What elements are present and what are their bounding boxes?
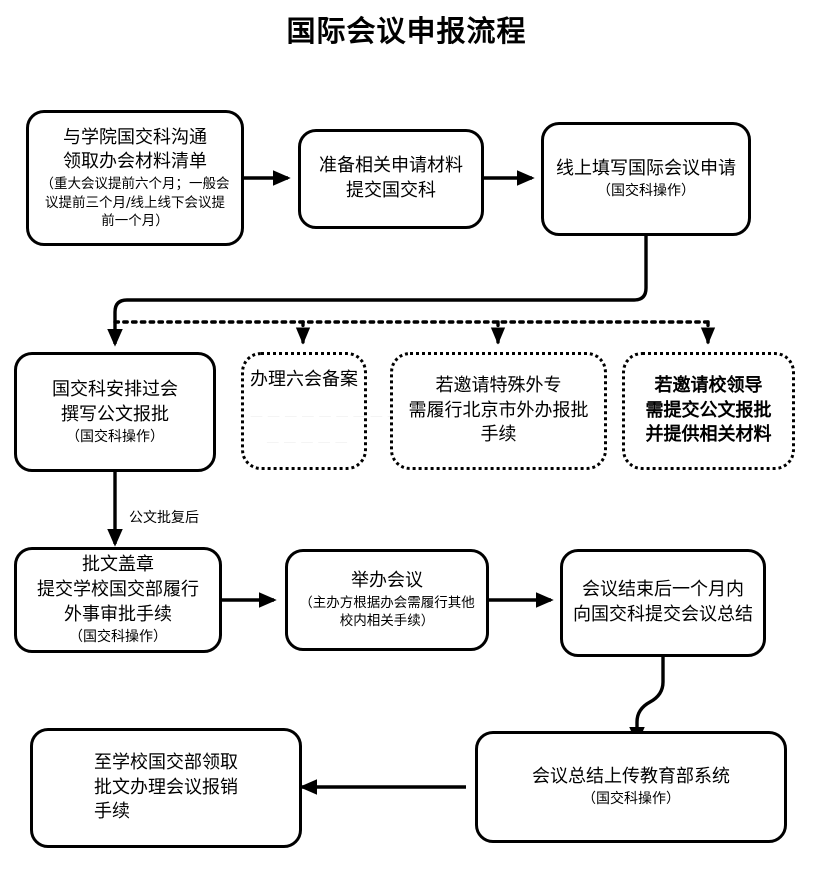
node-n5-ghost-line-0: — — — — — — — — — — [250, 409, 418, 424]
node-n8-line-0: 批文盖章 [82, 554, 154, 576]
node-n12[interactable]: 至学校国交部领取 批文办理会议报销 手续 [30, 728, 302, 848]
node-n2[interactable]: 准备相关申请材料 提交国交科 [298, 129, 484, 229]
node-n3[interactable]: 线上填写国际会议申请 （国交科操作） [541, 122, 751, 236]
node-n4-line-2: （国交科操作） [66, 428, 164, 445]
node-n12-line-2: 手续 [94, 801, 130, 823]
node-n6-line-2: 手续 [480, 424, 517, 446]
node-n12-line-1: 批文办理会议报销 [94, 776, 238, 798]
edge-n3-n4 [107, 236, 648, 347]
node-n2-line-0: 准备相关申请材料 [319, 155, 463, 177]
node-n5[interactable]: 办理六会备案 — — — — — — — — — — — — — — — [241, 352, 418, 470]
node-n10[interactable]: 会议结束后一个月内 向国交科提交会议总结 [560, 549, 766, 657]
node-n4-line-1: 撰写公文报批 [61, 403, 169, 425]
node-n3-line-1: （国交科操作） [597, 183, 695, 200]
node-n7-line-1: 需提交公文报批 [645, 399, 772, 421]
node-n11-line-0: 会议总结上传教育部系统 [532, 766, 730, 788]
node-n7-line-2: 并提供相关材料 [645, 424, 772, 446]
node-n1[interactable]: 与学院国交科沟通 领取办会材料清单 （重大会议提前六个月；一般会 议提前三个月/… [26, 110, 244, 246]
node-n5-ghost-line-1: — — — — — [266, 435, 348, 450]
node-n3-line-0: 线上填写国际会议申请 [556, 158, 736, 180]
node-n6-line-1: 需履行北京市外办报批 [408, 399, 589, 421]
node-n8[interactable]: 批文盖章 提交学校国交部履行 外事审批手续 （国交科操作） [14, 547, 222, 653]
node-n7[interactable]: 若邀请校领导 需提交公文报批 并提供相关材料 [622, 352, 795, 470]
node-n6-line-0: 若邀请特殊外专 [435, 374, 562, 396]
node-n9-line-1: （主办方根据办会需履行其他 [299, 595, 475, 612]
node-n4[interactable]: 国交科安排过会 撰写公文报批 （国交科操作） [14, 352, 216, 472]
node-n10-line-1: 向国交科提交会议总结 [573, 604, 753, 625]
node-n9[interactable]: 举办会议 （主办方根据办会需履行其他 校内相关手续） [285, 549, 489, 651]
node-n8-line-2: 外事审批手续 [64, 604, 172, 626]
node-n8-line-3: （国交科操作） [69, 628, 167, 645]
page-title: 国际会议申报流程 [286, 14, 527, 48]
node-n1-line-4: 前一个月） [101, 213, 169, 229]
node-n12-line-0: 至学校国交部领取 [94, 751, 238, 773]
node-n1-line-1: 领取办会材料清单 [63, 151, 207, 173]
node-n11-line-1: （国交科操作） [582, 791, 680, 808]
node-n9-line-0: 举办会议 [351, 570, 423, 592]
node-n6[interactable]: 若邀请特殊外专 需履行北京市外办报批 手续 [390, 352, 607, 470]
node-n2-line-1: 提交国交科 [346, 180, 436, 201]
node-n5-line-0: 办理六会备案 [250, 369, 358, 390]
node-n1-line-2: （重大会议提前六个月；一般会 [40, 176, 230, 193]
node-n4-line-0: 国交科安排过会 [52, 378, 178, 400]
node-n11[interactable]: 会议总结上传教育部系统 （国交科操作） [475, 731, 787, 843]
node-n1-line-3: 议提前三个月/线上线下会议提 [44, 194, 226, 211]
edge-n10-n11 [629, 657, 665, 745]
edge-label-gongwen: 公文批复后 [129, 510, 199, 527]
node-n8-line-1: 提交学校国交部履行 [37, 579, 199, 601]
node-n9-line-2: 校内相关手续） [339, 613, 435, 630]
node-n1-line-0: 与学院国交科沟通 [63, 126, 207, 148]
node-n10-line-0: 会议结束后一个月内 [582, 579, 744, 601]
node-n7-line-0: 若邀请校领导 [654, 374, 763, 396]
